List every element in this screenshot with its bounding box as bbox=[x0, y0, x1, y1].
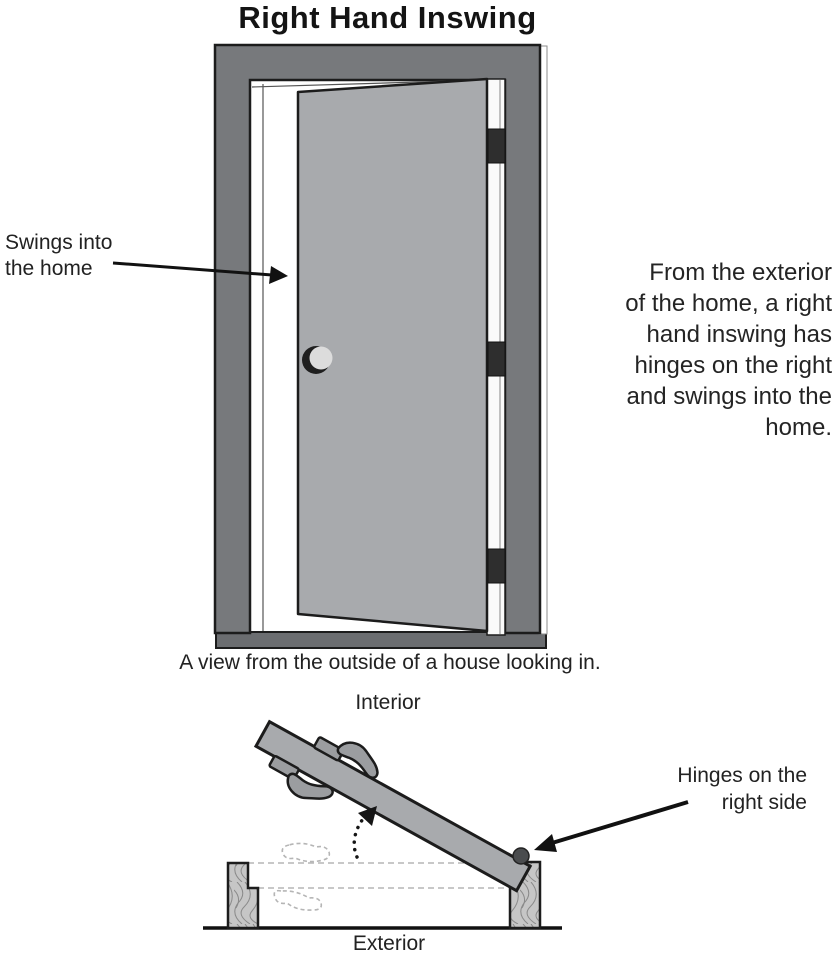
swing-label-line2: the home bbox=[5, 257, 93, 280]
description-line: hinges on the right bbox=[634, 352, 832, 379]
door-hinge-middle-icon bbox=[487, 341, 506, 377]
hinges-right-side-label: Hinges on the right side bbox=[600, 762, 807, 816]
plan-hinge-pointer-arrow bbox=[534, 800, 689, 852]
plan-door-handle-interior-icon bbox=[313, 736, 379, 779]
plan-ghost-handle-lower bbox=[273, 889, 323, 911]
plan-swing-arc-arrow bbox=[352, 806, 377, 859]
swing-direction-arrow bbox=[112, 261, 288, 284]
front-view-drawing bbox=[112, 43, 548, 649]
plan-ghost-handle-upper bbox=[281, 842, 331, 863]
description-line: home. bbox=[765, 414, 832, 441]
plan-ghost-door bbox=[248, 862, 506, 889]
door-hinge-bottom-icon bbox=[487, 548, 506, 584]
hinge-label-line1: Hinges on the bbox=[677, 764, 807, 787]
description-line: of the home, a right bbox=[625, 290, 832, 317]
plan-door-handle-exterior-icon bbox=[268, 754, 334, 800]
door-hinge-top-icon bbox=[487, 128, 506, 164]
diagram-title: Right Hand Inswing bbox=[238, 0, 537, 35]
plan-hinge-dot-icon bbox=[512, 847, 530, 865]
door-knob-icon bbox=[302, 346, 333, 374]
exterior-label: Exterior bbox=[352, 932, 426, 955]
door-leaf bbox=[296, 77, 489, 633]
plan-left-jamb bbox=[226, 861, 260, 930]
front-view-caption: A view from the outside of a house looki… bbox=[179, 651, 601, 674]
description-line: hand inswing has bbox=[646, 321, 832, 348]
plan-view-drawing bbox=[203, 719, 689, 930]
door-threshold bbox=[215, 631, 547, 649]
plan-door-leaf bbox=[253, 719, 533, 893]
swing-into-home-label: Swings into the home bbox=[5, 230, 145, 282]
interior-label: Interior bbox=[355, 691, 421, 714]
exterior-description-text: From the exterior of the home, a right h… bbox=[570, 257, 832, 443]
hinge-label-line2: right side bbox=[721, 791, 807, 814]
swing-label-line1: Swings into bbox=[5, 231, 113, 254]
description-line: and swings into the bbox=[626, 383, 832, 410]
description-line: From the exterior bbox=[649, 259, 832, 286]
